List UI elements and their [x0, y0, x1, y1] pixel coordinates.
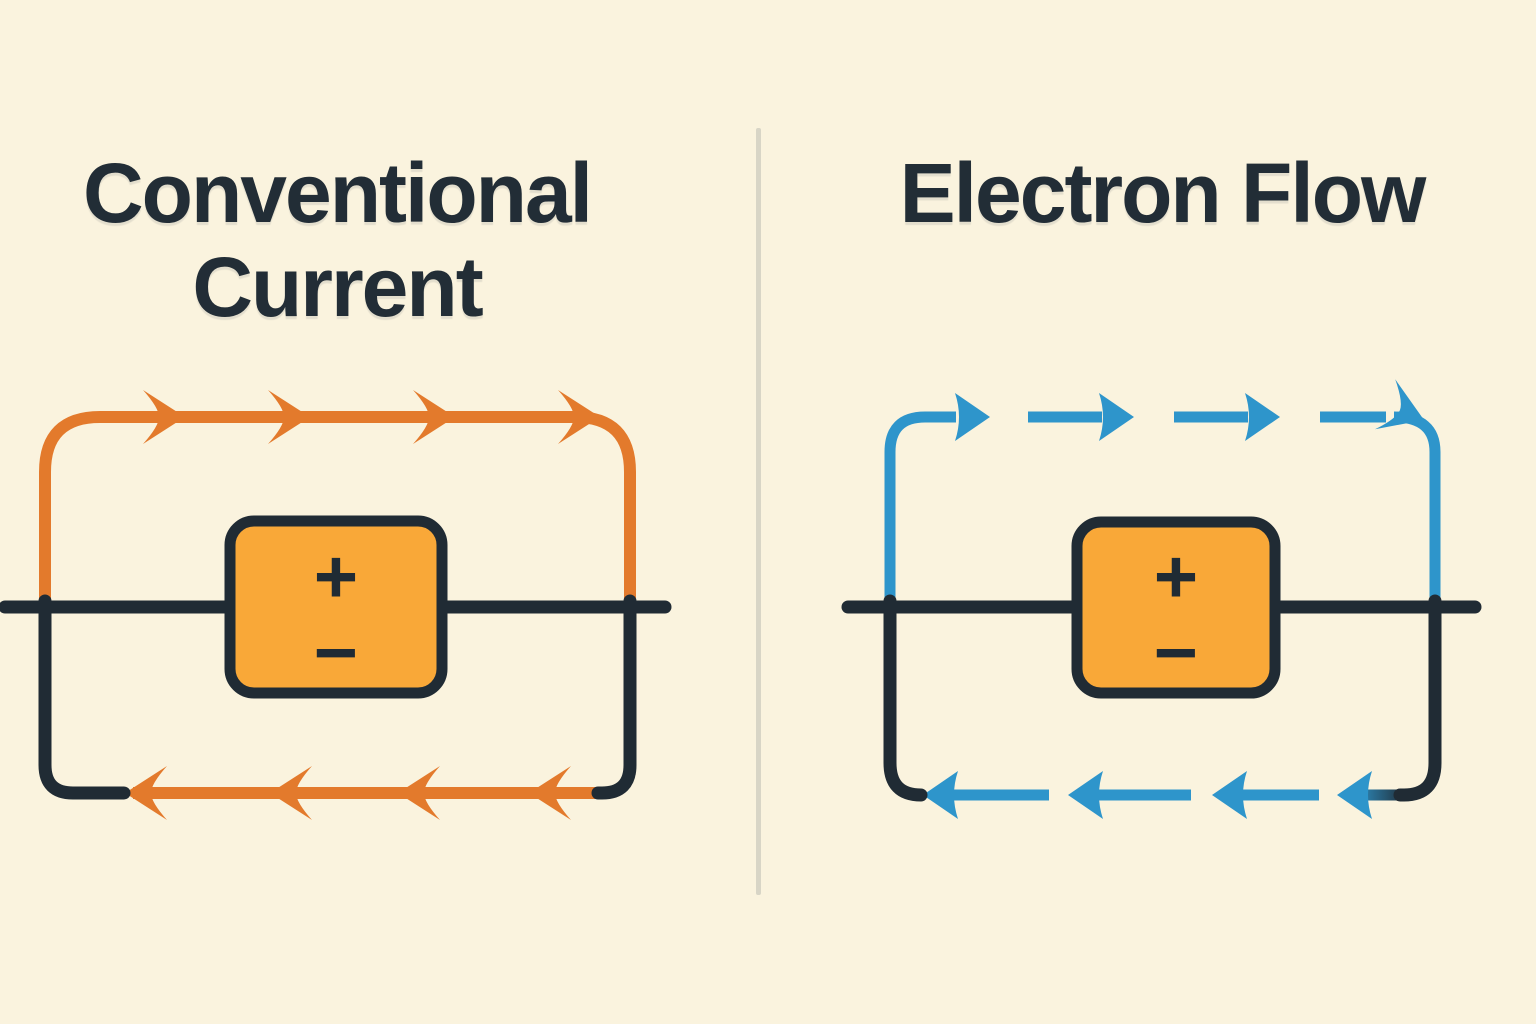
battery: + − [1071, 516, 1281, 699]
right-panel-title: Electron Flow [822, 146, 1502, 240]
left-lower-right-wire [591, 594, 637, 800]
right-lower-right-wire [1393, 594, 1442, 802]
battery-body [224, 515, 448, 699]
left-panel-title-line2: Current [192, 240, 483, 335]
conventional-current-circuit: + − [0, 390, 672, 820]
electron-flow-circuit: + − [841, 379, 1482, 819]
panel-divider [756, 128, 761, 895]
battery: + − [224, 515, 448, 699]
electron-top-left-wire [884, 411, 956, 611]
left-lower-left-wire [38, 594, 131, 800]
right-panel-title-text: Electron Flow [899, 146, 1427, 240]
right-lower-left-wire [883, 594, 928, 802]
battery-positive-terminal-label: + [1154, 535, 1198, 620]
conventional-top-wire [39, 411, 636, 799]
battery-negative-terminal-label: − [314, 611, 358, 696]
left-panel-title-line1: Conventional [82, 146, 593, 240]
battery-body [1071, 516, 1281, 699]
battery-positive-terminal-label: + [314, 535, 358, 620]
battery-negative-terminal-label: − [1154, 611, 1198, 696]
